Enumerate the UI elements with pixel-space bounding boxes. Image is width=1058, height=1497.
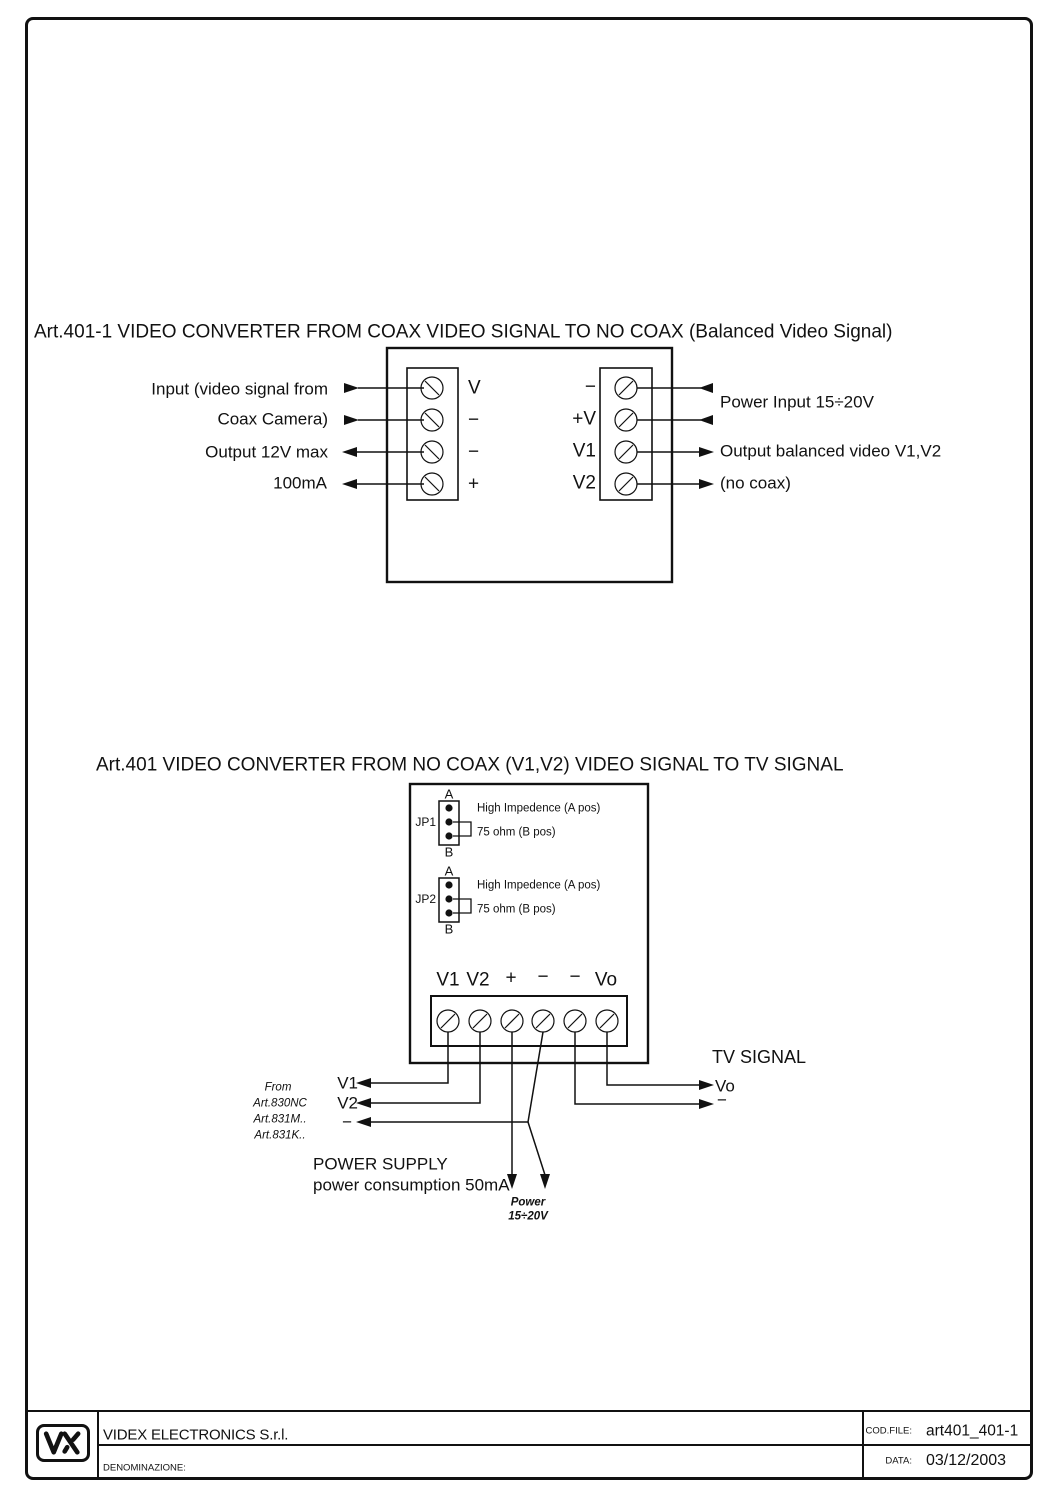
strip-terminal-label: − [537,966,549,988]
title-block-file-divider [862,1411,864,1477]
terminal-label: − [468,409,480,431]
jumper-option-b: 75 ohm (B pos) [477,826,556,839]
denominazione-label: DENOMINAZIONE: [103,1462,186,1474]
cod-file-label: COD.FILE: [865,1425,912,1437]
strip-terminal-label: Vo [594,969,618,991]
input-annotation-line1: Input (video signal from [151,379,328,399]
wire-label-v2: V2 [337,1093,358,1113]
diagram2-title: Art.401 VIDEO CONVERTER FROM NO COAX (V1… [96,754,844,776]
tv-minus-label: − [717,1090,727,1110]
power-supply-line1: POWER SUPPLY [313,1154,448,1174]
diagram1-title: Art.401-1 VIDEO CONVERTER FROM COAX VIDE… [34,321,893,343]
wire-label-minus: − [342,1112,352,1132]
jumper-pin-label: B [444,844,454,860]
title-block-top-rule [28,1410,1030,1412]
from-block-line: Art.830NC [253,1097,307,1110]
screw-terminals-2 [436,1009,619,1033]
jumper-pin-label: B [444,921,454,937]
strip-terminal-label: V2 [466,969,490,991]
jumper-option-a: High Impedence (A pos) [477,879,601,892]
input-annotation-line2: Coax Camera) [217,409,328,429]
cod-file-value: art401_401-1 [926,1422,1019,1440]
terminal-label: V [468,377,481,399]
output-annotation-line2: 100mA [273,473,327,493]
terminal-label: V1 [572,440,596,462]
jumper-name: JP2 [415,892,436,906]
terminal-label: + [468,473,480,495]
wire-label-v1: V1 [337,1073,358,1093]
strip-terminal-label: + [505,967,517,989]
jumper-option-b: 75 ohm (B pos) [477,903,556,916]
converter1-outline [385,346,674,584]
terminal-label: − [468,441,480,463]
jumper-pins [445,804,453,917]
balanced-output-annotation-line1: Output balanced video V1,V2 [720,441,942,461]
balanced-output-annotation-line2: (no coax) [720,473,791,493]
videx-vx-logo [36,1424,90,1462]
vx-monogram-icon [43,1431,81,1455]
company-name: VIDEX ELECTRONICS S.r.l. [103,1426,289,1444]
data-value: 03/12/2003 [926,1452,1007,1469]
screw-terminals-1 [420,376,638,496]
jumper-name: JP1 [415,815,436,829]
converter2-outline [408,782,650,1065]
jumper-pin-label: A [444,863,454,879]
title-block-logo-divider [97,1411,99,1477]
tv-vo-label: Vo [715,1076,735,1096]
jumper-brackets [453,821,472,914]
terminal-label: +V [572,408,596,430]
output-annotation-line1: Output 12V max [205,442,328,462]
terminal-label: V2 [572,472,596,494]
from-block-line: Art.831M.. [253,1113,307,1126]
data-label: DATA: [885,1455,912,1467]
tv-signal-title: TV SIGNAL [712,1047,807,1067]
arrowheads-2 [356,1078,714,1189]
power-arrows-label-line1: Power [510,1196,546,1209]
strip-terminal-label: − [569,966,581,988]
wires-2 [371,1031,700,1176]
jumper-option-a: High Impedence (A pos) [477,802,601,815]
power-arrows-label-line2: 15÷20V [508,1210,548,1223]
title-block-row-divider [97,1444,1030,1446]
power-supply-line2: power consumption 50mA [313,1175,510,1195]
arrowheads-1 [342,383,714,489]
power-input-annotation: Power Input 15÷20V [720,392,874,412]
wires-1 [346,387,701,485]
from-block-line: From [264,1081,292,1094]
strip-terminal-label: V1 [436,969,460,991]
jumper-pin-label: A [444,786,454,802]
page-border [25,17,1033,1480]
terminal-label: − [584,376,596,398]
from-block-line: Art.831K.. [254,1129,306,1142]
